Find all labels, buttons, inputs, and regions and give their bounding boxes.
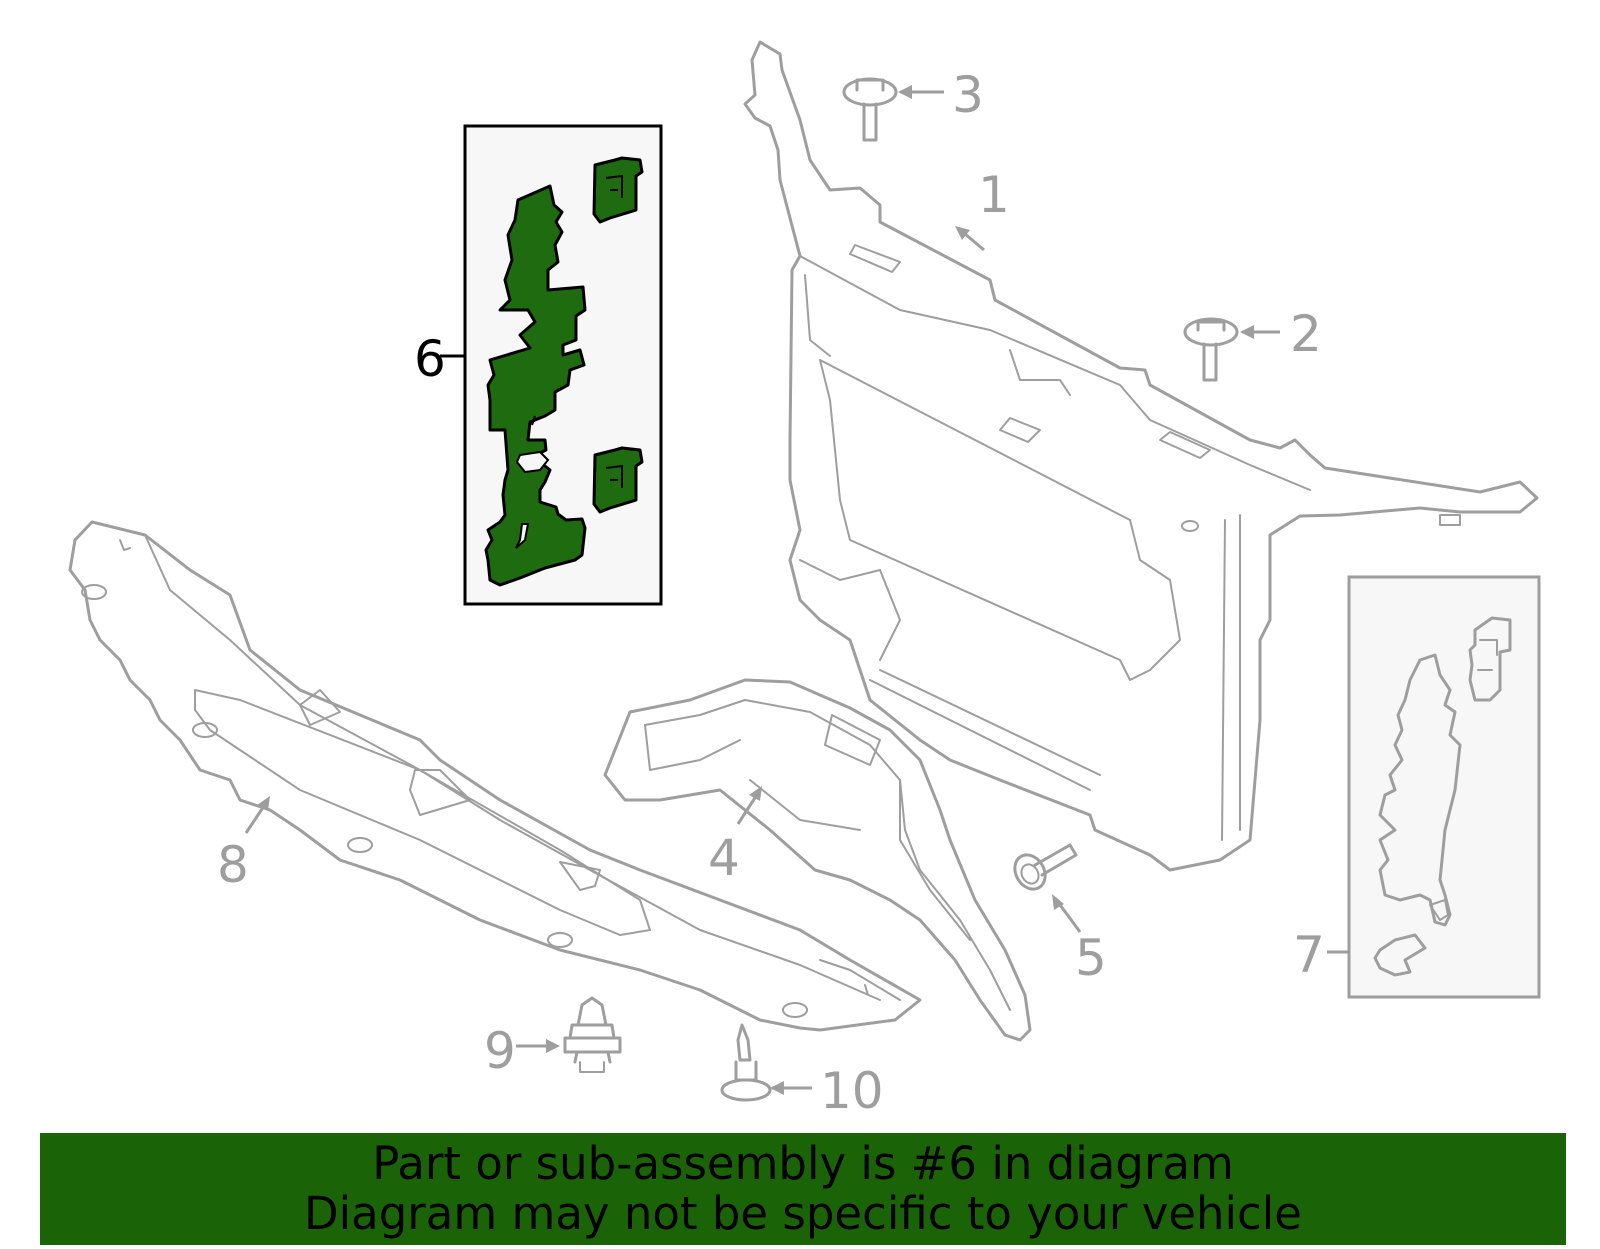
callout-10: 10 xyxy=(820,1062,884,1120)
callout-7-group: 7 xyxy=(1293,926,1350,984)
bolt-part-3[interactable] xyxy=(842,77,898,142)
banner-line-1: Part or sub-assembly is #6 in diagram xyxy=(372,1137,1234,1190)
callout-7: 7 xyxy=(1293,926,1325,984)
callout-8-group: 8 xyxy=(217,796,270,894)
air-deflector-part-8[interactable] xyxy=(68,520,922,1032)
bracket-part-4[interactable] xyxy=(603,678,1032,1042)
bolt-part-2[interactable] xyxy=(1183,317,1239,382)
callout-4: 4 xyxy=(708,829,740,887)
callout-10-group: 10 xyxy=(770,1062,884,1120)
callout-3-group: 3 xyxy=(898,66,984,124)
callout-5-group: 5 xyxy=(1052,894,1107,987)
callout-2-group: 2 xyxy=(1240,305,1322,363)
callout-4-group: 4 xyxy=(708,786,762,887)
callout-9-group: 9 xyxy=(484,1022,560,1080)
callout-1: 1 xyxy=(978,166,1010,224)
highlighted-deflector-part-6[interactable] xyxy=(463,124,663,606)
callout-8: 8 xyxy=(217,836,249,894)
callout-5: 5 xyxy=(1075,929,1107,987)
radiator-support-part-1[interactable] xyxy=(743,40,1539,872)
bolt-part-5[interactable] xyxy=(1009,843,1078,895)
callout-9: 9 xyxy=(484,1022,516,1080)
notice-banner: Part or sub-assembly is #6 in diagram Di… xyxy=(40,1133,1566,1245)
callout-2: 2 xyxy=(1290,305,1322,363)
push-pin-part-10[interactable] xyxy=(720,1023,772,1102)
callout-6: 6 xyxy=(414,330,446,388)
callout-3: 3 xyxy=(952,66,984,124)
deflector-kit-part-7[interactable] xyxy=(1347,575,1541,999)
callout-1-group: 1 xyxy=(955,166,1010,252)
clip-part-9[interactable] xyxy=(563,996,622,1073)
callout-6-group: 6 xyxy=(414,330,465,388)
banner-line-2: Diagram may not be specific to your vehi… xyxy=(304,1187,1302,1240)
